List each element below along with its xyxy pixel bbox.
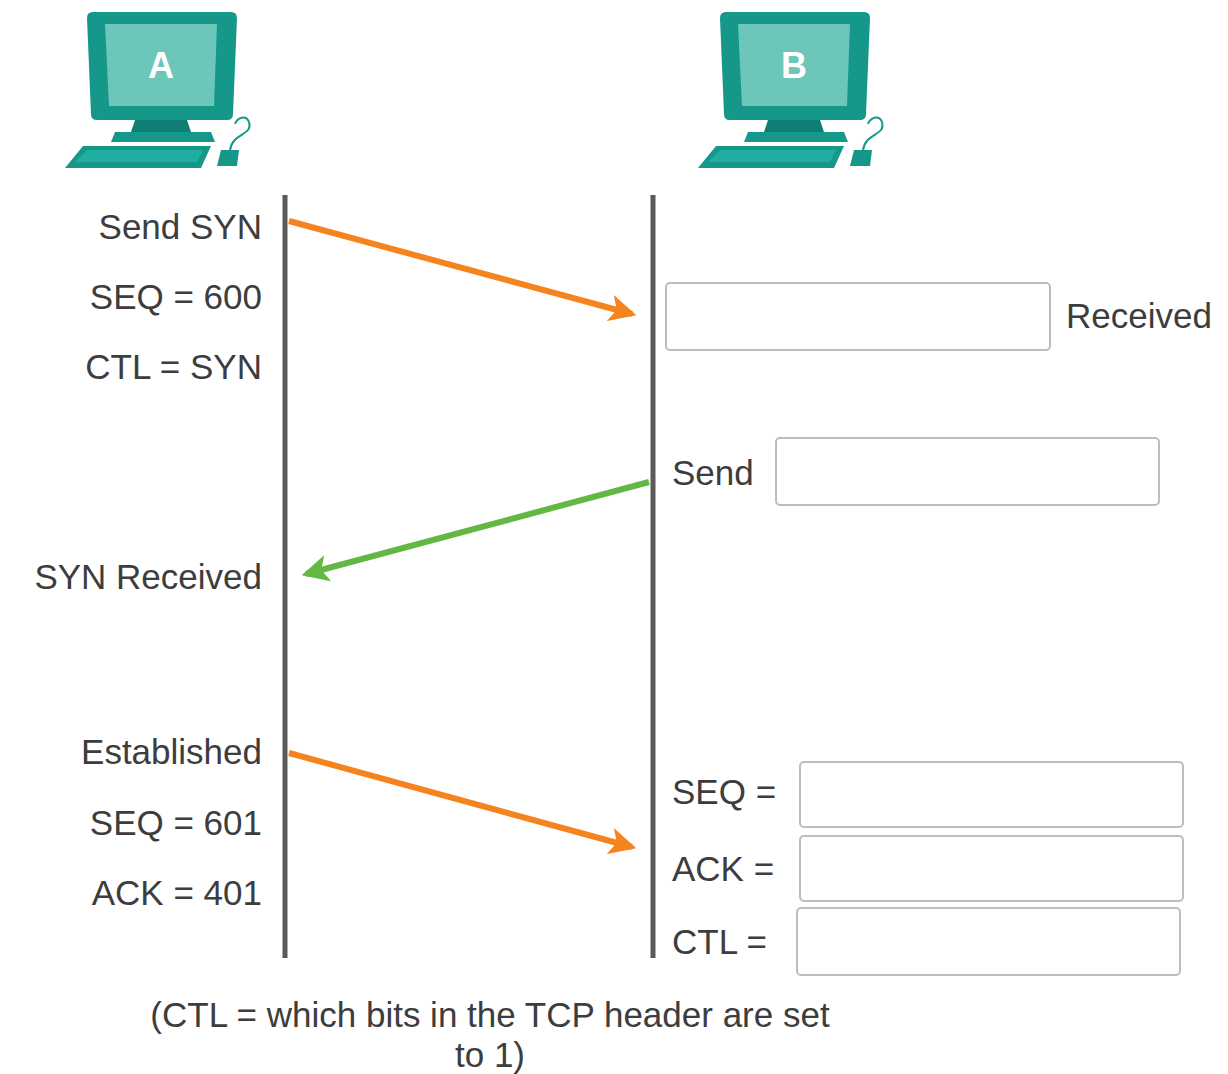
answer-box: [776, 438, 1159, 505]
field-value: CTL = SYN: [85, 347, 262, 387]
step-label: Send: [672, 453, 754, 493]
computer-name: A: [111, 46, 211, 86]
timeline-b: [651, 195, 656, 958]
field-name: CTL =: [672, 922, 767, 962]
field-name: ACK =: [672, 849, 774, 889]
step-label: Send SYN: [99, 207, 262, 247]
syn-arrow: [289, 221, 632, 314]
step-label: Established: [81, 732, 262, 772]
step-label: Received: [1066, 296, 1212, 336]
answer-box: [666, 283, 1050, 350]
answer-box: [800, 762, 1183, 827]
field-value: SEQ = 601: [90, 803, 262, 843]
answer-box: [797, 908, 1180, 975]
syn-ack-arrow: [306, 482, 649, 574]
field-value: ACK = 401: [92, 873, 262, 913]
timeline-a: [283, 195, 288, 958]
field-name: SEQ =: [672, 772, 776, 812]
computer-icon: A: [65, 10, 255, 170]
step-label: SYN Received: [34, 557, 262, 597]
caption-note: (CTL = which bits in the TCP header are …: [140, 995, 840, 1074]
ack-arrow: [289, 753, 632, 847]
computer-name: B: [744, 46, 844, 86]
answer-box: [800, 836, 1183, 901]
computer-icon: B: [698, 10, 888, 170]
field-value: SEQ = 600: [90, 277, 262, 317]
